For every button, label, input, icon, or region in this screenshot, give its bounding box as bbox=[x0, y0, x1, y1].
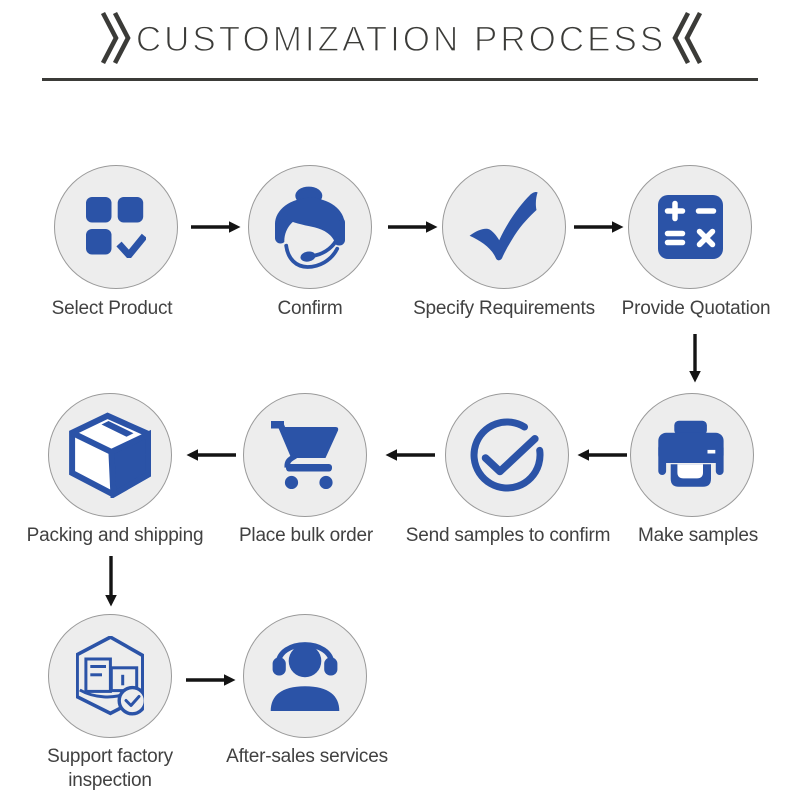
printer-icon bbox=[658, 420, 724, 487]
arrow-confirm-to-specify bbox=[388, 221, 438, 233]
label-packing-shipping: Packing and shipping bbox=[26, 524, 204, 546]
label-confirm: Confirm bbox=[277, 298, 343, 319]
arrow-bulk-to-packing bbox=[186, 449, 236, 461]
arrow-inspection-to-aftersales bbox=[186, 674, 236, 686]
step-send-samples bbox=[445, 393, 569, 517]
label-send-samples: Send samples to confirm bbox=[405, 524, 611, 546]
double-angle-right-icon bbox=[101, 11, 131, 65]
support-agent-icon bbox=[275, 186, 345, 269]
label-place-bulk-order: Place bulk order bbox=[238, 524, 374, 546]
arrow-packing-to-inspection bbox=[105, 556, 117, 607]
step-make-samples bbox=[630, 393, 754, 517]
step-provide-quotation bbox=[628, 165, 752, 289]
calculator-icon bbox=[657, 195, 723, 259]
label-provide-quotation: Provide Quotation bbox=[621, 298, 771, 319]
label-factory-inspection: Support factory inspection bbox=[47, 746, 173, 791]
arrow-samples-to-send bbox=[577, 449, 627, 461]
arrow-specify-to-quotation bbox=[574, 221, 624, 233]
label-after-sales: After-sales services bbox=[226, 746, 388, 767]
factory-inspection-icon bbox=[76, 636, 144, 716]
label-make-samples: Make samples bbox=[637, 524, 759, 546]
arrow-select-to-confirm bbox=[191, 221, 241, 233]
step-select-product bbox=[54, 165, 178, 289]
title-row: CUSTOMIZATION PROCESS bbox=[0, 0, 800, 70]
step-specify-requirements bbox=[442, 165, 566, 289]
package-box-icon bbox=[69, 412, 151, 498]
headset-person-icon bbox=[270, 642, 340, 711]
shopping-cart-icon bbox=[271, 421, 339, 489]
page-title: CUSTOMIZATION PROCESS bbox=[135, 19, 667, 59]
label-select-product: Select Product bbox=[51, 298, 173, 319]
double-angle-left-icon bbox=[672, 11, 702, 65]
step-confirm bbox=[248, 165, 372, 289]
check-circle-icon bbox=[470, 418, 544, 492]
step-after-sales bbox=[243, 614, 367, 738]
label-specify-requirements: Specify Requirements bbox=[413, 298, 595, 319]
arrow-quotation-to-samples bbox=[689, 334, 701, 383]
bold-check-icon bbox=[469, 192, 538, 261]
product-grid-check-icon bbox=[86, 196, 146, 258]
step-packing-shipping bbox=[48, 393, 172, 517]
step-place-bulk-order bbox=[243, 393, 367, 517]
arrow-send-to-bulk bbox=[385, 449, 435, 461]
title-underline bbox=[42, 77, 758, 81]
step-factory-inspection bbox=[48, 614, 172, 738]
